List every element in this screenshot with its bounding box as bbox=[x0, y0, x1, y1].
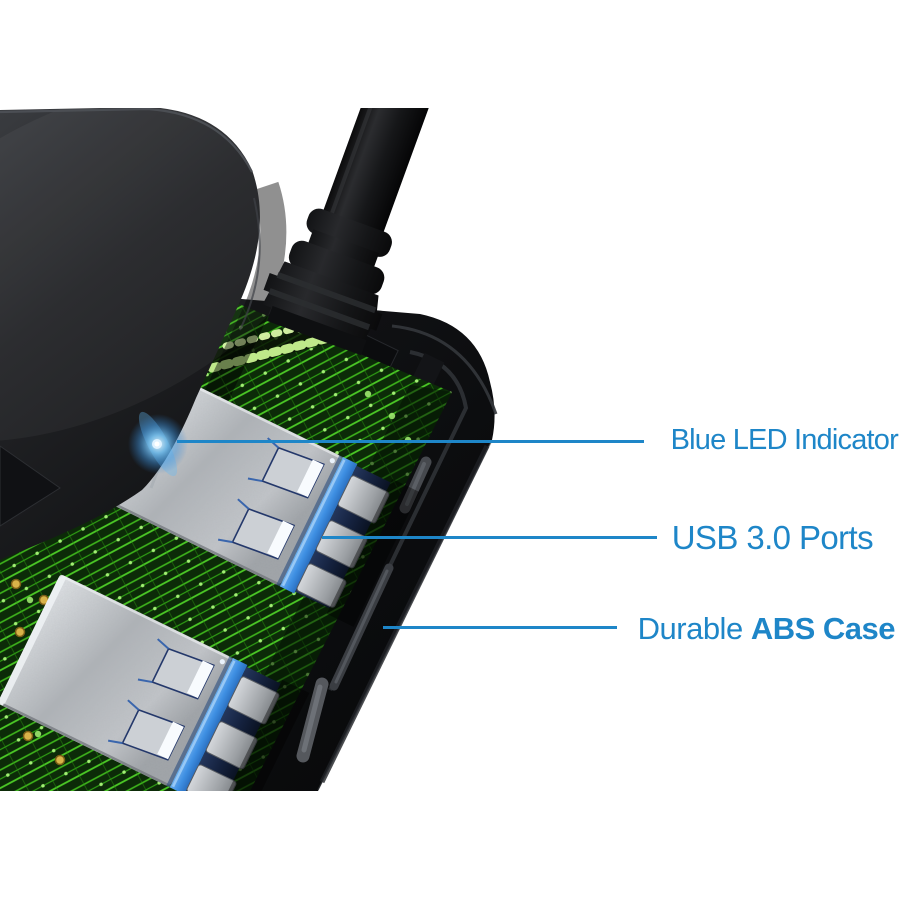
leader-line-blue-led bbox=[177, 440, 644, 443]
callout-blue-led-indicator: Blue LED Indicator bbox=[670, 424, 899, 456]
abs-case-top-cover bbox=[0, 108, 341, 560]
callout-text: Blue LED Indicator bbox=[670, 424, 899, 456]
callout-text: USB 3.0 Ports bbox=[671, 519, 874, 556]
callout-usb-3-ports: USB 3.0 Ports bbox=[671, 519, 874, 556]
leader-line-usb-ports bbox=[322, 536, 657, 539]
callout-durable-abs-case: Durable ABS Case bbox=[637, 611, 896, 646]
blue-led bbox=[128, 411, 188, 477]
callout-text-bold: ABS Case bbox=[750, 611, 896, 646]
leader-line-abs-case bbox=[383, 626, 617, 629]
usb-cable bbox=[262, 108, 442, 356]
case-logo-mark bbox=[0, 445, 61, 527]
callout-text: Durable bbox=[637, 611, 751, 646]
strain-relief-boot bbox=[262, 208, 392, 356]
